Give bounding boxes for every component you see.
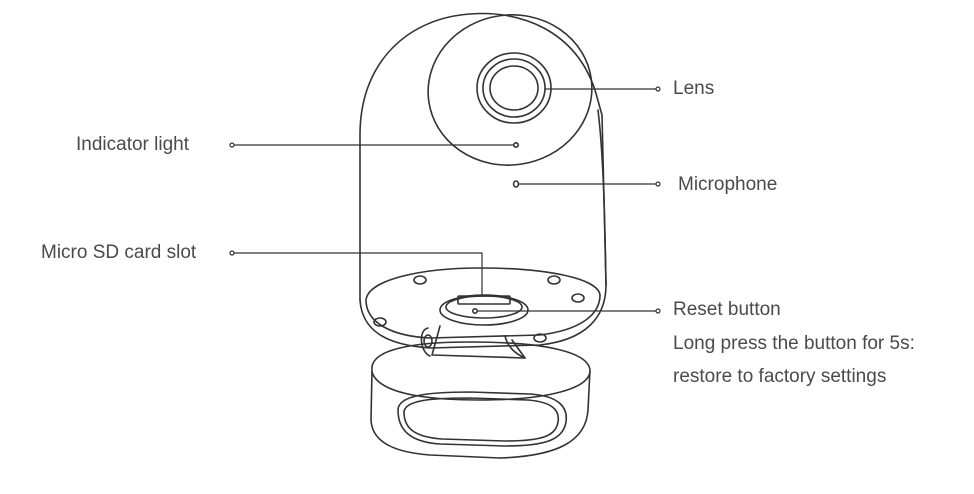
sd-slot [457,295,511,305]
leader-end-microphone [655,181,661,187]
label-lens: Lens [673,78,715,99]
screw-hole-5 [533,333,547,343]
screw-hole-4 [571,293,585,303]
screw-hole-1 [413,275,427,285]
mount-base-tray [397,391,568,447]
lens-outer-ring [476,52,552,124]
body-underside-outer [359,284,607,349]
indicator-light-dot [512,142,519,149]
reset-button-dot [471,307,478,314]
body-underside-rim [365,267,601,339]
leader-end-indicator [229,142,235,148]
hinge-front [420,327,431,357]
mount-base-tray-inner [403,397,560,442]
label-micro-sd-card-slot: Micro SD card slot [41,242,197,263]
label-indicator-light: Indicator light [76,134,190,155]
leader-end-lens [655,86,661,92]
lens-housing [427,14,593,166]
label-microphone: Microphone [678,174,778,195]
leader-end-sd [229,250,235,256]
label-reset-note-line2: restore to factory settings [673,366,887,387]
camera-body [359,12,607,301]
microphone-dot [512,180,520,188]
lens-inner-ring [489,65,539,111]
label-reset-note-line1: Long press the button for 5s: [673,333,915,354]
screw-hole-3 [373,317,387,327]
leader-line-sd [232,252,483,297]
screw-hole-2 [547,275,561,285]
camera-body-right [597,109,607,286]
lens-middle-ring [482,58,546,118]
center-disc [439,294,529,326]
hinge-pin [423,334,433,348]
hinge-bracket [431,325,526,359]
hinge-side [504,335,526,359]
label-reset-button: Reset button [673,299,781,320]
leader-end-reset [655,308,661,314]
mount-base-outer [370,341,591,459]
mount-base-top [371,371,591,401]
